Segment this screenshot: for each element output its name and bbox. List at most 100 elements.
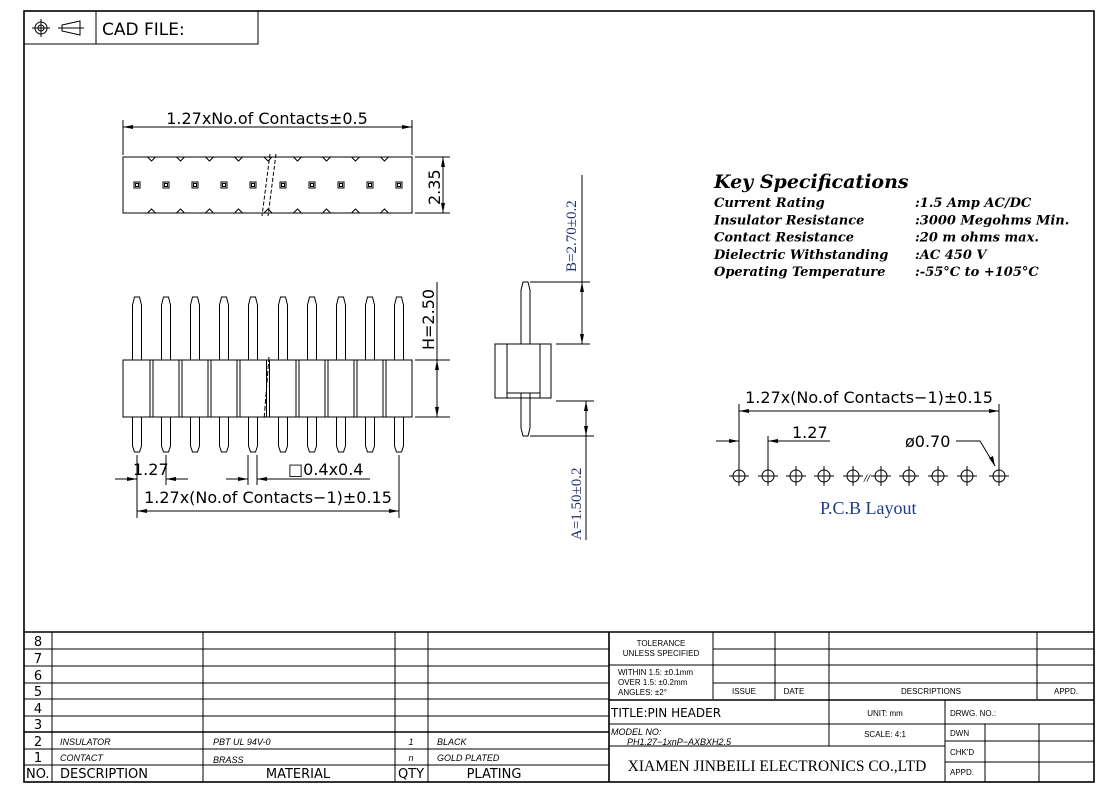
bom-row-number: 2 <box>34 735 42 750</box>
pin <box>248 296 258 360</box>
descriptions-header: DESCRIPTIONS <box>901 687 961 696</box>
spec-label: Dielectric Withstanding <box>713 248 888 263</box>
pin <box>336 296 346 360</box>
spec-value: :AC 450 V <box>915 248 988 263</box>
contact-cavity <box>162 181 170 189</box>
pin-tail <box>161 417 171 453</box>
pcb-hole <box>871 466 891 486</box>
spec-value: :3000 Megohms Min. <box>915 213 1069 228</box>
hole-diameter-label: ø0.70 <box>905 432 950 451</box>
pcb-hole <box>758 466 778 486</box>
pin-tail <box>248 417 258 453</box>
contact-cavity <box>308 181 316 189</box>
pin <box>219 296 229 360</box>
tolerance-angles: ANGLES: ±2° <box>618 688 667 697</box>
bom-row-number: 5 <box>34 685 42 700</box>
bom-description: INSULATOR <box>60 737 111 747</box>
h-dimension-label: H=2.50 <box>419 289 438 350</box>
svg-text://: // <box>863 474 871 484</box>
spec-value: :20 m ohms max. <box>915 231 1039 246</box>
pcb-hole <box>729 466 749 486</box>
bom-row: 7 <box>34 652 42 667</box>
pin <box>190 296 200 360</box>
contact-cavity <box>279 181 287 189</box>
pcb-hole <box>814 466 834 486</box>
approved-by-label: APPD. <box>950 768 974 777</box>
pin-tail <box>365 417 375 453</box>
drawing-title: TITLE:PIN HEADER <box>610 706 721 720</box>
height-dimension-label: 2.35 <box>425 169 444 205</box>
pin-tail <box>394 417 404 453</box>
front-view: H=2.50 1.27 □0.4x0.4 1.27x(No.of Contact… <box>115 282 450 518</box>
pin <box>278 296 288 360</box>
tolerance-label: TOLERANCE <box>637 639 686 648</box>
pitch-dimension-label: 1.27 <box>133 460 169 479</box>
top-view: 1.27xNo.of Contacts±0.5 2.35 <box>122 109 450 217</box>
contact-cavity <box>366 181 374 189</box>
unit-label: UNIT: mm <box>867 709 903 718</box>
specs-title: Key Specifications <box>713 171 909 193</box>
pin-tail <box>307 417 317 453</box>
pin-tail <box>132 417 142 453</box>
pcb-hole <box>899 466 919 486</box>
bom-row-number: 1 <box>34 751 42 766</box>
length-dimension-label: 1.27xNo.of Contacts±0.5 <box>166 109 368 128</box>
contact-cavity <box>249 181 257 189</box>
bom-plating: BLACK <box>437 737 468 747</box>
company-name: XIAMEN JINBEILI ELECTRONICS CO.,LTD <box>628 758 927 775</box>
bom-header-material: MATERIAL <box>266 767 331 782</box>
model-number-value: PH1.27−1xnP−AXBXH2.5 <box>627 737 732 747</box>
date-header: DATE <box>784 687 805 696</box>
bom-row-number: 7 <box>34 652 42 667</box>
drawing-number-label: DRWG. NO.: <box>950 709 996 718</box>
pcb-layout: 1.27x(No.of Contacts−1)±0.15 1.27 ø0.70 … <box>716 388 1009 518</box>
bom-row: 8 <box>34 635 42 650</box>
pcb-span-dimension-label: 1.27x(No.of Contacts−1)±0.15 <box>745 388 993 407</box>
pcb-pitch-dimension-label: 1.27 <box>792 423 828 442</box>
bom-row: 6 <box>34 669 42 684</box>
cad-file-label: CAD FILE: <box>102 20 185 40</box>
bom-material: BRASS <box>213 755 244 765</box>
scale-label: SCALE: 4:1 <box>864 730 906 739</box>
model-number-label: MODEL NO: <box>611 727 662 737</box>
pcb-hole <box>928 466 948 486</box>
bom-row: 1 CONTACT BRASS n GOLD PLATED <box>34 751 500 766</box>
spec-label: Insulator Resistance <box>713 213 864 228</box>
bom-row-number: 6 <box>34 669 42 684</box>
spec-value: :1.5 Amp AC/DC <box>915 196 1032 211</box>
spec-label: Current Rating <box>714 196 825 211</box>
pcb-hole <box>989 466 1009 486</box>
bom-row: 5 <box>34 685 42 700</box>
bom-plating: GOLD PLATED <box>437 753 500 763</box>
pin-size-dimension-label: □0.4x0.4 <box>288 460 363 479</box>
third-angle-projection-icon <box>32 19 84 37</box>
contact-cavity <box>133 181 141 189</box>
pin-tail <box>190 417 200 453</box>
a-dimension-label: A=1.50±0.2 <box>569 467 585 540</box>
tolerance-sub-label: UNLESS SPECIFIED <box>623 649 700 658</box>
revision-appd-header: APPD. <box>1054 687 1078 696</box>
contact-cavity <box>337 181 345 189</box>
spec-label: Operating Temperature <box>714 265 885 280</box>
contact-cavity <box>191 181 199 189</box>
span-dimension-label: 1.27x(No.of Contacts−1)±0.15 <box>144 488 392 507</box>
contact-cavity <box>220 181 228 189</box>
drawn-by-label: DWN <box>950 729 969 738</box>
tolerance-within: WITHIN 1.5: ±0.1mm <box>618 668 693 677</box>
side-view: B=2.70±0.2 A=1.50±0.2 <box>494 175 594 540</box>
pin-tail <box>278 417 288 453</box>
bom-row: 3 <box>34 718 42 733</box>
bom-qty: n <box>408 753 413 763</box>
issue-header: ISSUE <box>732 687 756 696</box>
sheet-border <box>23 10 1095 783</box>
bom-header-no: NO. <box>26 767 50 782</box>
bom-description: CONTACT <box>60 753 104 763</box>
pin-tail <box>336 417 346 453</box>
bom-header-desc: DESCRIPTION <box>60 767 148 782</box>
pin <box>394 296 404 360</box>
cad-file-header: CAD FILE: <box>24 11 259 45</box>
spec-label: Contact Resistance <box>714 231 854 246</box>
key-specifications: Key Specifications Current Rating :1.5 Am… <box>713 171 1069 280</box>
